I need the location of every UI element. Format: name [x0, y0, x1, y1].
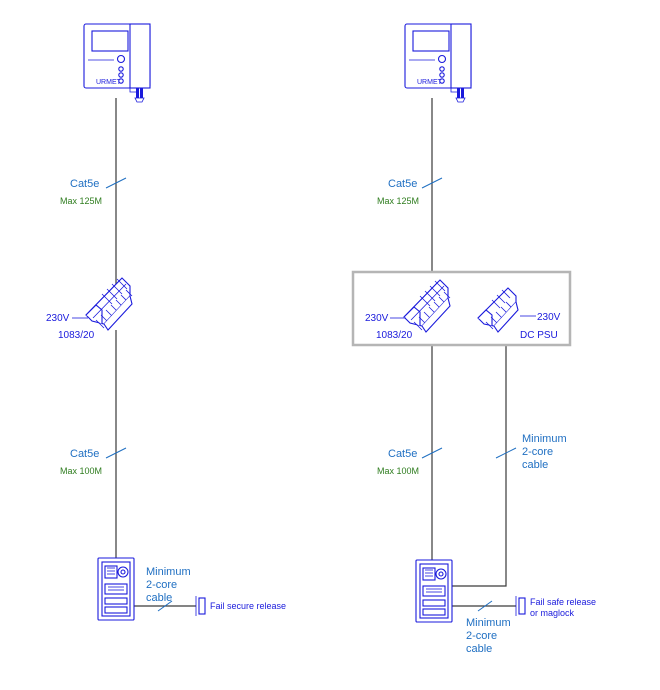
left-release-label: Fail secure release — [210, 601, 286, 611]
left-upper-cable-mark — [105, 177, 127, 189]
left-release-cable-label: Minimum 2-core cable — [146, 566, 194, 604]
right-power-model: 1083/20 — [376, 330, 413, 341]
left-lower-cable-mark — [105, 447, 127, 459]
right-power-unit-icon — [403, 279, 451, 333]
left-lower-cable-type: Cat5e — [70, 448, 99, 460]
right-upper-cable-max: Max 125M — [377, 196, 419, 206]
left-door-panel-icon — [97, 557, 135, 621]
left-release-cable-line: 2-core — [146, 579, 177, 591]
right-release-cable-line: Minimum — [466, 617, 511, 629]
psu-label: DC PSU — [520, 330, 558, 341]
psu-cable-line: 2-core — [522, 446, 553, 458]
left-release-cable-line: cable — [146, 592, 172, 604]
left-release-cable-mark — [157, 600, 173, 612]
left-system: URMET Cat5e Max 125M 230V 1083/20 Cat5e … — [46, 23, 286, 621]
left-upper-cable-max: Max 125M — [60, 196, 102, 206]
psu-cable-label: Minimum 2-core cable — [522, 433, 570, 471]
right-lower-cable-mark — [421, 447, 443, 459]
right-monitor-icon — [404, 23, 472, 103]
right-release-label: Fail safe release or maglock — [530, 597, 599, 618]
right-release-label-line: or maglock — [530, 608, 575, 618]
power-supply-group-box — [351, 270, 572, 347]
right-door-panel-icon — [415, 559, 453, 623]
left-release-cable-line: Minimum — [146, 566, 191, 578]
right-release-label-line: Fail safe release — [530, 597, 596, 607]
left-monitor-brand: URMET — [96, 79, 122, 86]
dc-psu-icon — [477, 287, 519, 333]
left-lower-cable-max: Max 100M — [60, 466, 102, 476]
right-lower-cable-max: Max 100M — [377, 466, 419, 476]
right-release-cable-mark — [477, 600, 493, 612]
left-power-model: 1083/20 — [58, 330, 95, 341]
left-monitor-icon — [83, 23, 151, 103]
left-power-voltage: 230V — [46, 313, 70, 324]
right-release-lock-icon — [515, 595, 526, 617]
left-release-lock-icon — [195, 595, 206, 617]
right-upper-cable-mark — [421, 177, 443, 189]
right-release-cable-line: cable — [466, 643, 492, 655]
right-upper-cable-type: Cat5e — [388, 178, 417, 190]
right-power-voltage: 230V — [365, 313, 389, 324]
right-system: URMET Cat5e Max 125M 230V 1083/20 230V D… — [351, 23, 599, 655]
psu-voltage: 230V — [537, 312, 561, 323]
right-release-cable-line: 2-core — [466, 630, 497, 642]
left-power-unit-icon — [85, 277, 133, 331]
psu-cable-mark — [495, 447, 517, 459]
psu-cable-line: cable — [522, 459, 548, 471]
right-lower-cable-type: Cat5e — [388, 448, 417, 460]
right-monitor-brand: URMET — [417, 79, 443, 86]
psu-cable-line: Minimum — [522, 433, 567, 445]
left-upper-cable-type: Cat5e — [70, 178, 99, 190]
right-release-cable-label: Minimum 2-core cable — [466, 617, 514, 655]
right-psu-wire — [452, 345, 507, 587]
